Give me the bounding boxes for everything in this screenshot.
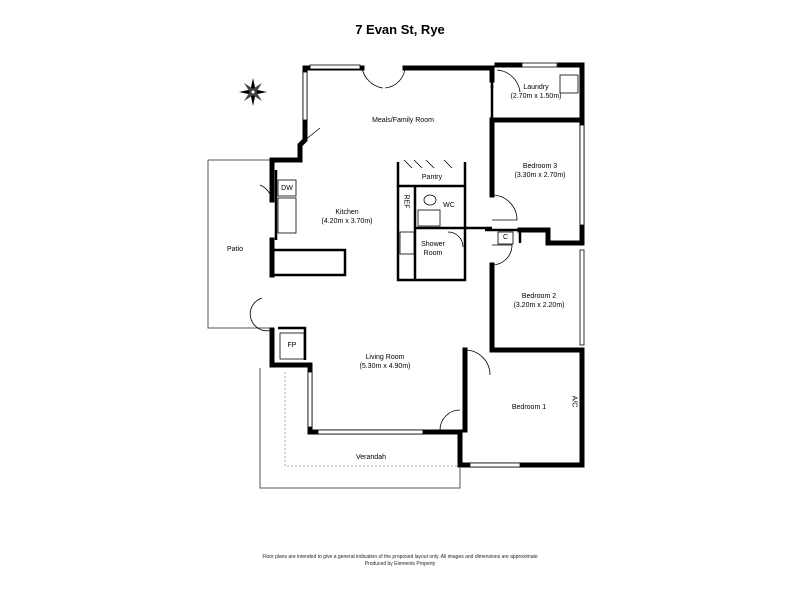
compass-icon [239,78,267,106]
windows [302,62,585,468]
producer-line: Produced by Elements Property [364,561,436,567]
verandah-label: Verandah [356,454,386,461]
meals-family-label: Meals/Family Room [372,117,434,124]
fixtures [277,74,579,360]
interior-walls [272,80,522,360]
dishwasher-label: DW [281,185,293,192]
living-room-label: Living Room(5.30m x 4.90m) [359,354,411,370]
patio-label: Patio [227,246,243,253]
disclaimer-text: Floor plans are intended to give a gener… [0,554,800,568]
verandah-inner-line [284,372,458,467]
wc-label: WC [443,202,455,209]
door-swings [249,67,521,431]
fireplace-label: FP [287,342,297,349]
cupboard-label: C [502,234,509,241]
page-title: 7 Evan St, Rye [355,22,445,37]
bedroom2-label: Bedroom 2(3.20m x 2.20m) [513,293,565,309]
kitchen-label: Kitchen(4.20m x 3.70m) [321,209,373,225]
laundry-label: Laundry(2.70m x 1.50m) [510,84,562,100]
bedroom3-label: Bedroom 3(3.30m x 2.70m) [514,163,566,179]
patio-outline [207,159,272,329]
refrigerator-label: REF [402,194,410,209]
bedroom1-label: Bedroom 1 [511,404,547,411]
pantry-label: Pantry [421,174,443,181]
shower-room-label: Shower Room [421,241,445,257]
verandah-outline [259,368,461,489]
disclaimer-line: Floor plans are intended to give a gener… [262,554,538,560]
air-conditioner-label: A/C [570,395,578,408]
